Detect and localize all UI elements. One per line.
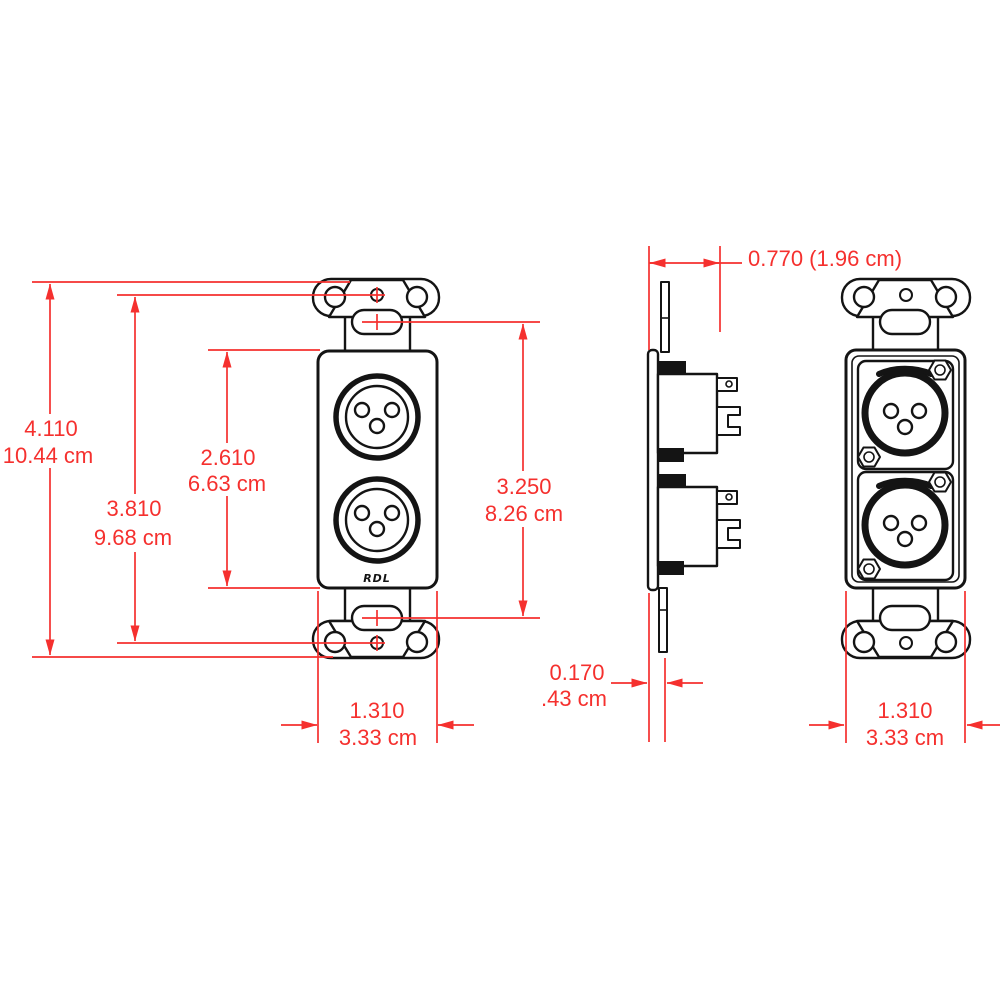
ear-screw-hole bbox=[405, 630, 429, 654]
xlr-socket-hole bbox=[353, 401, 371, 419]
hex-nut bbox=[928, 359, 952, 381]
dim-label-inches: 1.310 bbox=[877, 698, 932, 723]
hex-nut bbox=[857, 446, 881, 468]
brand-label: RDL bbox=[363, 572, 391, 585]
dim-body-height: 2.610 6.63 cm bbox=[188, 349, 320, 589]
front-top-mounting-bracket bbox=[311, 277, 441, 352]
rear-bottom-mounting-bracket bbox=[840, 588, 972, 660]
dim-label-inches: 3.810 bbox=[106, 496, 161, 521]
dim-label-inches: 4.110 bbox=[24, 416, 77, 441]
mounting-slot bbox=[878, 604, 932, 632]
ear-screw-hole bbox=[405, 285, 429, 309]
xlr-connector-front-upper bbox=[333, 373, 421, 461]
dim-depth: 0.770 (1.96 cm) bbox=[648, 246, 902, 350]
hex-nut bbox=[857, 558, 881, 580]
hex-nut-hole bbox=[934, 364, 946, 376]
ear-screw-hole bbox=[323, 285, 347, 309]
xlr-insert-ring bbox=[861, 369, 949, 457]
side-view bbox=[646, 281, 741, 653]
hex-nut-hole bbox=[863, 451, 875, 463]
xlr-connector-side-upper bbox=[656, 361, 741, 462]
xlr-insert-ring bbox=[861, 481, 949, 569]
rear-view bbox=[840, 277, 972, 660]
terminal-hole bbox=[725, 493, 733, 501]
bracket-neck bbox=[871, 588, 940, 625]
bottom-strap bbox=[658, 587, 668, 653]
plate-body-inner-outline bbox=[851, 355, 960, 583]
dim-slot-span: 3.250 8.26 cm bbox=[362, 314, 563, 626]
mounting-slot bbox=[878, 308, 932, 336]
mount-tab bbox=[658, 561, 684, 575]
hex-nut bbox=[928, 471, 952, 493]
mount-tab bbox=[658, 361, 686, 374]
xlr-outer-ring bbox=[333, 373, 421, 461]
connector-body bbox=[656, 485, 719, 568]
plate-edge bbox=[646, 348, 660, 592]
bracket-neck bbox=[871, 317, 940, 352]
ear-screw-hole bbox=[934, 285, 958, 309]
dim-plate-thickness: 0.170 .43 cm bbox=[541, 593, 703, 742]
latch-arc bbox=[876, 477, 934, 489]
dim-label-inches: 0.170 bbox=[549, 660, 604, 685]
top-strap bbox=[660, 281, 670, 353]
dim-label-cm: .43 cm bbox=[541, 686, 607, 711]
mount-tab bbox=[658, 448, 684, 462]
ear-screw-hole bbox=[934, 630, 958, 654]
ear-screw-hole bbox=[323, 630, 347, 654]
xlr-pin bbox=[910, 514, 928, 532]
xlr-pin bbox=[882, 514, 900, 532]
terminal-pin bbox=[716, 490, 738, 505]
hex-nut-hole bbox=[934, 476, 946, 488]
hex-nut-hole bbox=[863, 563, 875, 575]
terminal-pin bbox=[716, 377, 738, 392]
dim-mounting-hole-span: 3.810 9.68 cm bbox=[94, 287, 385, 651]
dim-label-cm: 10.44 cm bbox=[3, 443, 94, 468]
dim-overall-height: 4.110 10.44 cm bbox=[3, 281, 350, 658]
dim-label-cm: 8.26 cm bbox=[485, 501, 563, 526]
rear-top-mounting-bracket bbox=[840, 277, 972, 352]
front-bottom-mounting-bracket bbox=[311, 588, 441, 660]
dim-label-inches: 2.610 bbox=[200, 445, 255, 470]
ear-screw-hole bbox=[852, 630, 876, 654]
xlr-inner-ring bbox=[344, 384, 410, 450]
dim-label-inches: 1.310 bbox=[349, 698, 404, 723]
xlr-connector-rear-lower bbox=[856, 470, 955, 582]
dim-label-depth: 0.770 (1.96 cm) bbox=[748, 246, 902, 271]
dim-label-cm: 3.33 cm bbox=[866, 725, 944, 750]
dim-label-cm: 6.63 cm bbox=[188, 471, 266, 496]
dim-label-inches: 3.250 bbox=[496, 474, 551, 499]
xlr-socket-hole bbox=[353, 504, 371, 522]
terminal-fork bbox=[716, 406, 741, 436]
terminal-fork bbox=[716, 519, 741, 549]
xlr-pin bbox=[896, 418, 914, 436]
xlr-socket-hole bbox=[383, 401, 401, 419]
xlr-outer-ring bbox=[333, 476, 421, 564]
dim-label-cm: 3.33 cm bbox=[339, 725, 417, 750]
xlr-inner-ring bbox=[344, 487, 410, 553]
xlr-socket-hole bbox=[383, 504, 401, 522]
center-pilot-hole bbox=[899, 636, 913, 650]
xlr-pin bbox=[882, 402, 900, 420]
dim-label-cm: 9.68 cm bbox=[94, 525, 172, 550]
xlr-pin bbox=[896, 530, 914, 548]
dim-front-width: 1.310 3.33 cm bbox=[281, 591, 474, 750]
xlr-socket-hole bbox=[368, 417, 386, 435]
xlr-socket-hole bbox=[368, 520, 386, 538]
connector-body bbox=[656, 372, 719, 455]
mount-tab bbox=[658, 474, 686, 487]
xlr-connector-side-lower bbox=[656, 474, 741, 575]
latch-arc bbox=[876, 365, 934, 377]
center-pilot-hole bbox=[899, 288, 913, 302]
xlr-pin bbox=[910, 402, 928, 420]
xlr-connector-front-lower bbox=[333, 476, 421, 564]
xlr-connector-rear-upper bbox=[856, 359, 955, 471]
front-view: RDL bbox=[311, 277, 441, 660]
ear-screw-hole bbox=[852, 285, 876, 309]
terminal-hole bbox=[725, 380, 733, 388]
dim-rear-width: 1.310 3.33 cm bbox=[809, 591, 1000, 750]
